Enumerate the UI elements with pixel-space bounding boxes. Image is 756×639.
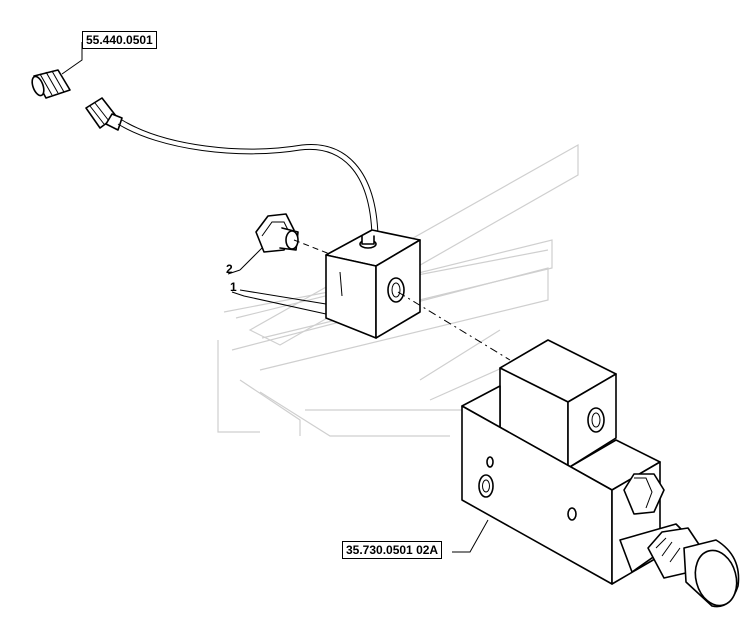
leader-valve [452,519,489,553]
item-number-2: 2 [226,262,233,276]
item-1-sensor-block [325,229,421,339]
valve-ref-callout: 35.730.0501 02A [342,541,443,559]
leader-connector [61,42,83,75]
item-number-1: 1 [230,280,237,294]
leader-item-2 [239,247,263,271]
valve-assembly [461,339,740,608]
electrical-connector [31,69,71,99]
sensor-cable [117,123,373,237]
cable-plug [85,97,123,131]
item-2-plug [255,213,299,253]
leader-item-1 [231,291,327,315]
connector-ref-callout: 55.440.0501 [82,31,157,49]
